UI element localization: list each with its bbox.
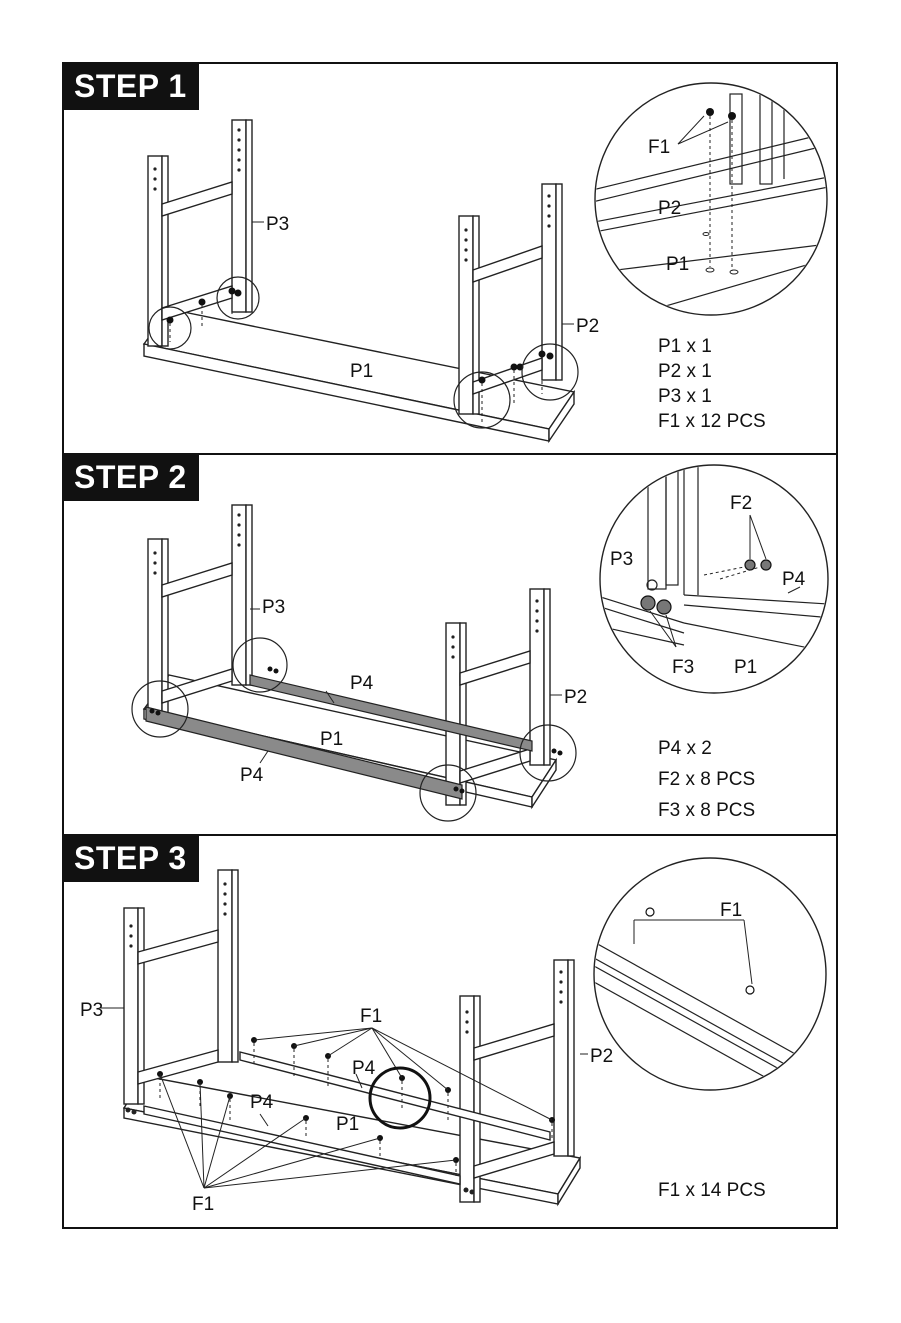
label-p3: P3 [80, 1000, 103, 1021]
label-p4-front: P4 [250, 1092, 274, 1113]
parts-list-item: P1 x 1 [658, 334, 766, 359]
step-2-panel: P3 P2 P4 P1 P4 [62, 453, 838, 836]
parts-list-item: F3 x 8 PCS [658, 795, 755, 826]
step-1-panel: P3 P2 P1 [62, 62, 838, 455]
step-1-parts-list: P1 x 1 P2 x 1 P3 x 1 F1 x 12 PCS [658, 334, 766, 434]
label-p4-back: P4 [350, 673, 374, 694]
step-2-badge: STEP 2 [64, 455, 199, 501]
label-f1-bottom: F1 [192, 1194, 214, 1215]
parts-list-item: F1 x 14 PCS [658, 1178, 766, 1203]
step-2-parts-list: P4 x 2 F2 x 8 PCS F3 x 8 PCS [658, 733, 755, 826]
detail-label-f1: F1 [648, 137, 670, 158]
label-p3: P3 [266, 214, 289, 235]
step-3-badge: STEP 3 [64, 836, 199, 882]
detail-label-f1: F1 [720, 900, 742, 921]
label-p4-front: P4 [240, 765, 264, 786]
step-1-badge: STEP 1 [64, 64, 199, 110]
step-2-detail-circle: F2 P3 P4 F3 P1 [594, 455, 836, 693]
label-p2: P2 [564, 687, 587, 708]
label-p2: P2 [576, 316, 599, 337]
parts-list-item: F1 x 12 PCS [658, 409, 766, 434]
label-p1: P1 [336, 1114, 359, 1135]
step-1-detail-circle: F1 P2 P1 [584, 83, 836, 324]
detail-label-p1: P1 [734, 657, 757, 678]
detail-label-p3: P3 [610, 549, 633, 570]
step-3-detail-circle: F1 [594, 858, 826, 1110]
step-3-parts-list: F1 x 14 PCS [658, 1178, 766, 1203]
step-3-panel: F1 P4 P4 P1 P3 P2 F1 F1 STEP 3 [62, 834, 838, 1229]
parts-list-item: P4 x 2 [658, 733, 755, 764]
step-3-illustration: F1 P4 P4 P1 P3 P2 F1 F1 [64, 836, 836, 1227]
parts-list-item: P2 x 1 [658, 359, 766, 384]
label-p3: P3 [262, 597, 285, 618]
detail-label-p2: P2 [658, 198, 681, 219]
detail-label-p4: P4 [782, 569, 806, 590]
detail-label-f3: F3 [672, 657, 694, 678]
detail-label-f2: F2 [730, 493, 752, 514]
label-p1: P1 [320, 729, 343, 750]
label-f1-top: F1 [360, 1006, 382, 1027]
label-p4-back: P4 [352, 1058, 376, 1079]
detail-label-p1: P1 [666, 254, 689, 275]
label-p1: P1 [350, 361, 373, 382]
parts-list-item: F2 x 8 PCS [658, 764, 755, 795]
parts-list-item: P3 x 1 [658, 384, 766, 409]
label-p2: P2 [590, 1046, 613, 1067]
